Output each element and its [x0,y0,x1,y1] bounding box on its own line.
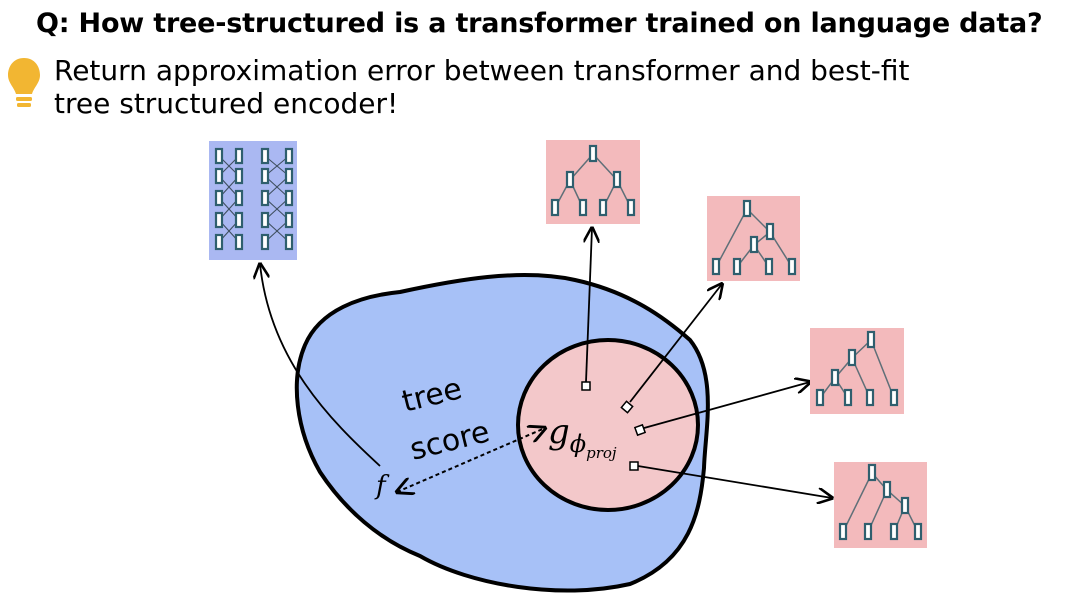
subtitle: Return approximation error between trans… [54,54,909,120]
arrow-to-tree-3 [643,382,810,429]
tree-diagram-4 [834,462,927,548]
arrow-to-tree-2 [629,284,722,403]
tree-point-1 [581,381,591,391]
projection-phi: ϕ [570,430,586,458]
tree-point-4 [629,461,639,471]
tree-diagram-1 [546,140,640,224]
projection-proj: proj [586,444,617,462]
arrow-to-tree-4 [637,465,832,498]
question-title: Q: How tree-structured is a transformer … [36,8,1043,39]
tree-box-3 [810,328,904,414]
arrow-to-transformer [260,264,381,467]
lightbulb-icon [8,58,40,107]
tree-diagram-2 [707,196,800,281]
transformer-network [209,141,297,260]
tree-projection-region [516,338,700,512]
tree-diagram-3 [810,328,904,414]
arrow-to-tree-1 [586,228,592,383]
subtitle-line-2: tree structured encoder! [54,87,399,120]
tree-point-2 [620,400,634,414]
approximation-error-arrow [397,428,545,492]
projection-g: g [548,412,570,452]
subtitle-line-1: Return approximation error between trans… [54,54,910,87]
tree-point-3 [633,423,647,437]
projection-function-label: gϕproj [548,412,617,462]
